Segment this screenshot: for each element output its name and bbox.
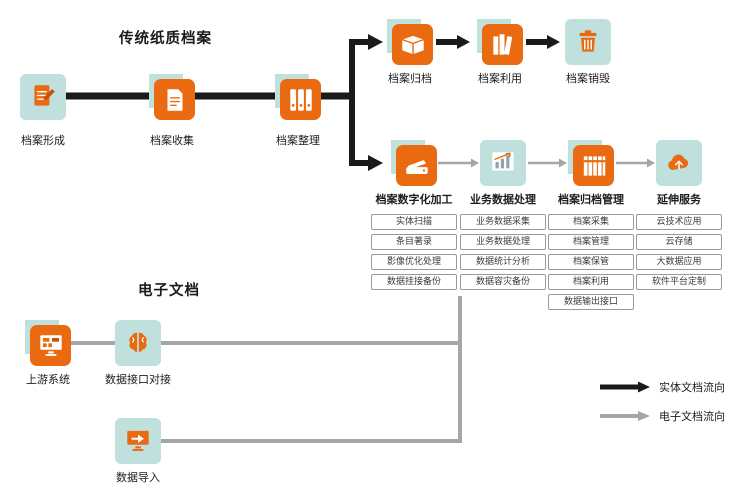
electronic-section-title: 电子文档 — [138, 283, 200, 299]
process-step: 实体扫描 — [371, 214, 457, 230]
node-label: 档案收集 — [150, 134, 194, 147]
gray-arrow-icon — [600, 411, 650, 421]
process-step: 云存储 — [636, 234, 722, 250]
process-step: 大数据应用 — [636, 254, 722, 270]
node-label: 上游系统 — [26, 373, 70, 386]
document-edit-icon — [20, 74, 66, 120]
sublist-business-data: 业务数据采集 业务数据处理 数据统计分析 数据容灾备份 — [460, 214, 546, 290]
books-icon — [477, 19, 523, 65]
sublist-digitization: 实体扫描 条目著录 影像优化处理 数据挂接备份 — [371, 214, 457, 290]
process-step: 云技术应用 — [636, 214, 722, 230]
sublist-filing-management: 档案采集 档案管理 档案保管 档案利用 数据输出接口 — [548, 214, 634, 310]
node-label: 业务数据处理 — [470, 193, 536, 206]
node-archive-formation: 档案形成 — [0, 74, 88, 148]
node-data-import: 数据导入 — [93, 418, 183, 485]
legend-label: 电子文档流向 — [659, 410, 725, 423]
process-step: 影像优化处理 — [371, 254, 457, 270]
node-data-interface-connection: 数据接口对接 — [93, 320, 183, 387]
node-business-data-processing: 业务数据处理 — [458, 140, 548, 207]
solid-arrow-icon — [600, 381, 650, 393]
cloud-icon — [656, 140, 702, 186]
sublist-extended-services: 云技术应用 云存储 大数据应用 软件平台定制 — [636, 214, 722, 290]
trash-bin-icon — [565, 19, 611, 65]
process-step: 档案采集 — [548, 214, 634, 230]
monitor-import-icon — [115, 418, 161, 464]
process-step: 业务数据处理 — [460, 234, 546, 250]
flow-legend: 实体文档流向 电子文档流向 — [598, 379, 725, 424]
node-label: 档案销毁 — [566, 72, 610, 85]
node-filing-management: 档案归档管理 — [546, 140, 636, 207]
legend-label: 实体文档流向 — [659, 381, 725, 394]
node-archive-utilization: 档案利用 — [455, 19, 545, 86]
process-step: 数据统计分析 — [460, 254, 546, 270]
process-step: 档案管理 — [548, 234, 634, 250]
brain-network-icon — [115, 320, 161, 366]
node-label: 数据导入 — [116, 471, 160, 484]
bar-chart-icon — [480, 140, 526, 186]
node-label: 数据接口对接 — [105, 373, 171, 386]
node-label: 延伸服务 — [657, 193, 701, 206]
node-digitization-processing: 档案数字化加工 — [369, 140, 459, 207]
node-archive-filing: 档案归档 — [365, 19, 455, 86]
archive-shelf-icon — [568, 140, 614, 186]
node-extended-services: 延伸服务 — [634, 140, 724, 207]
node-archive-organization: 档案整理 — [253, 74, 343, 148]
scanner-icon — [391, 140, 437, 186]
node-archive-destruction: 档案销毁 — [543, 19, 633, 86]
process-step: 数据容灾备份 — [460, 274, 546, 290]
process-step: 业务数据采集 — [460, 214, 546, 230]
node-label: 档案归档 — [388, 72, 432, 85]
node-label: 档案利用 — [478, 72, 522, 85]
binders-icon — [275, 74, 321, 120]
process-step: 数据输出接口 — [548, 294, 634, 310]
legend-electronic-flow: 电子文档流向 — [598, 408, 725, 424]
process-step: 软件平台定制 — [636, 274, 722, 290]
monitor-system-icon — [25, 320, 71, 366]
node-label: 档案数字化加工 — [375, 193, 453, 206]
process-step: 档案利用 — [548, 274, 634, 290]
node-label: 档案形成 — [21, 134, 65, 147]
legend-physical-flow: 实体文档流向 — [598, 379, 725, 395]
process-step: 档案保管 — [548, 254, 634, 270]
node-archive-collection: 档案收集 — [127, 74, 217, 148]
archive-box-icon — [387, 19, 433, 65]
paper-section-title: 传统纸质档案 — [119, 31, 212, 47]
process-step: 数据挂接备份 — [371, 274, 457, 290]
node-label: 档案归档管理 — [558, 193, 624, 206]
process-step: 条目著录 — [371, 234, 457, 250]
node-label: 档案整理 — [276, 134, 320, 147]
document-collect-icon — [149, 74, 195, 120]
node-upstream-system: 上游系统 — [3, 320, 93, 387]
